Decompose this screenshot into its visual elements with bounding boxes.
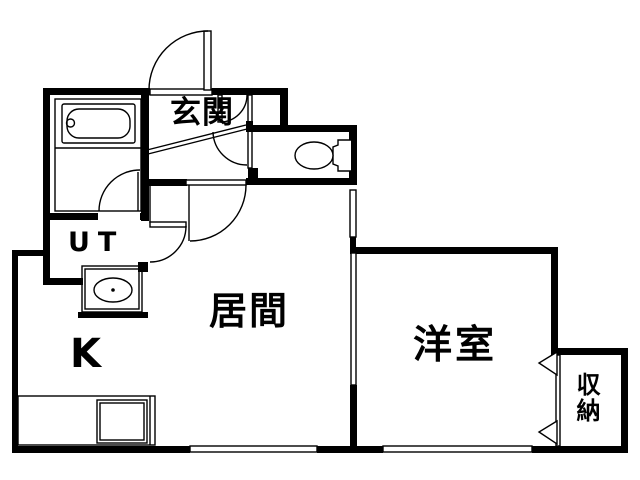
entrance-threshold xyxy=(149,88,213,96)
living-western-partition xyxy=(350,252,357,386)
basin-bowl-icon xyxy=(93,277,133,303)
utility-label: UT xyxy=(68,227,125,258)
windows xyxy=(189,189,533,453)
living-room-label: 居間 xyxy=(209,289,290,333)
storage-door-track xyxy=(555,354,561,447)
hall-doors xyxy=(149,94,248,263)
bathtub-inner xyxy=(66,108,131,139)
wash-basin xyxy=(81,265,143,313)
bathroom-inner-box xyxy=(54,98,142,212)
entrance-door-leaf xyxy=(203,30,212,91)
folding-door-chevron-bottom xyxy=(537,419,558,446)
entrance-label: 玄関 xyxy=(170,95,234,131)
utility-door-arc xyxy=(149,225,187,263)
entrance-door-arc xyxy=(148,30,209,91)
basin-drain-icon xyxy=(111,288,115,292)
entrance-step-line xyxy=(146,124,248,155)
toilet-tank-icon xyxy=(332,139,351,172)
kitchen-label: K xyxy=(70,331,101,377)
toilet-door-arc xyxy=(212,131,248,166)
kitchen-sink-outer xyxy=(96,399,148,444)
window-bottom-right xyxy=(382,445,533,453)
kitchen-counter xyxy=(17,395,156,446)
living-doorway-threshold xyxy=(185,179,247,186)
bathtub-icon xyxy=(61,103,136,144)
window-bottom-left xyxy=(189,445,318,453)
toilet-bowl-icon xyxy=(294,141,334,170)
folding-door-chevron-top xyxy=(537,350,558,377)
utility-door-leaf xyxy=(149,221,187,228)
entrance-door xyxy=(148,30,213,96)
counter-outline xyxy=(17,395,156,446)
bathroom-door-arc xyxy=(98,169,141,212)
closet-door-arc xyxy=(219,94,248,123)
vanity-outer xyxy=(81,265,143,313)
western-room-label: 洋室 xyxy=(413,323,498,368)
storage-label: 収納 xyxy=(572,372,600,424)
bathtub-drain-icon xyxy=(65,118,76,128)
storage-door xyxy=(537,350,561,447)
vanity-inner xyxy=(84,268,140,310)
kitchen-sink-inner xyxy=(99,402,145,441)
window-right-living xyxy=(349,189,357,238)
living-door-arc xyxy=(189,184,247,242)
bathroom-unit xyxy=(54,98,142,212)
walls xyxy=(12,88,628,453)
toilet-fixture xyxy=(294,139,351,172)
